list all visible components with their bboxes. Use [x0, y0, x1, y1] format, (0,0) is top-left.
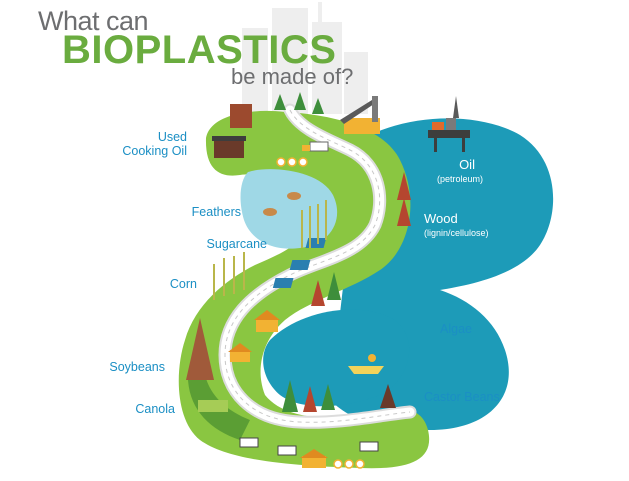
label-used-cooking-oil: Used Cooking Oil	[122, 130, 187, 158]
label-canola: Canola	[135, 402, 175, 416]
land-s-shape	[178, 110, 430, 469]
cows-icon	[239, 437, 379, 456]
title-line-1: What can	[38, 6, 149, 36]
boat-icon	[348, 354, 384, 374]
label-wood: Wood (lignin/cellulose)	[424, 212, 489, 240]
city-skyline	[242, 2, 368, 114]
label-soybeans: Soybeans	[109, 360, 165, 374]
refinery-icon	[340, 96, 380, 134]
label-wood-sub: (lignin/cellulose)	[424, 228, 489, 238]
label-wood-title: Wood	[424, 211, 458, 226]
title-line-3: be made of?	[231, 64, 354, 89]
trees	[186, 92, 411, 412]
title-line-2: BIOPLASTICS	[62, 28, 337, 72]
label-oil-title: Oil	[459, 157, 475, 172]
label-sugarcane: Sugarcane	[206, 237, 267, 251]
crops	[213, 200, 327, 300]
ducks-icon	[263, 192, 301, 216]
label-used-cooking-oil-line2: Cooking Oil	[122, 144, 187, 158]
oil-rig-icon	[428, 96, 470, 152]
label-oil-sub: (petroleum)	[437, 174, 484, 184]
label-castor-beans: Castor Beans	[424, 390, 500, 404]
label-used-cooking-oil-line1: Used	[157, 130, 187, 144]
flowers	[276, 157, 365, 469]
label-oil: Oil (petroleum)	[437, 157, 483, 186]
label-corn: Corn	[169, 277, 197, 291]
houses	[212, 104, 328, 468]
truck-icon	[302, 141, 329, 152]
label-algae: Algae	[440, 322, 472, 336]
label-feathers: Feathers	[191, 205, 241, 219]
